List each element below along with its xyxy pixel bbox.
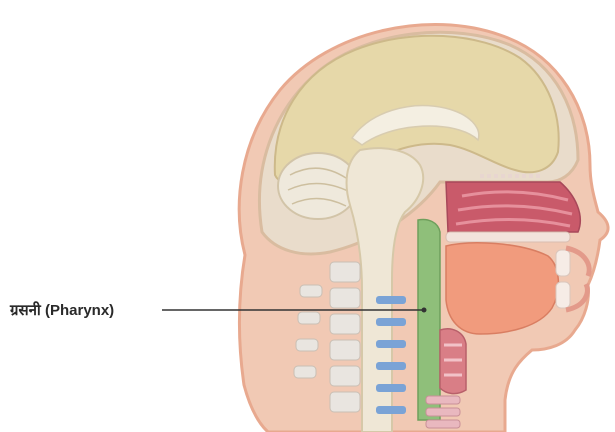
pharynx-airway <box>418 220 440 421</box>
trachea <box>426 396 460 428</box>
pharynx-label: ग्रसनी (Pharynx) <box>9 301 114 319</box>
nasal-cavity <box>446 176 580 232</box>
pharynx-leader-dot <box>422 308 427 313</box>
hard-palate <box>446 232 570 242</box>
larynx <box>440 329 466 394</box>
